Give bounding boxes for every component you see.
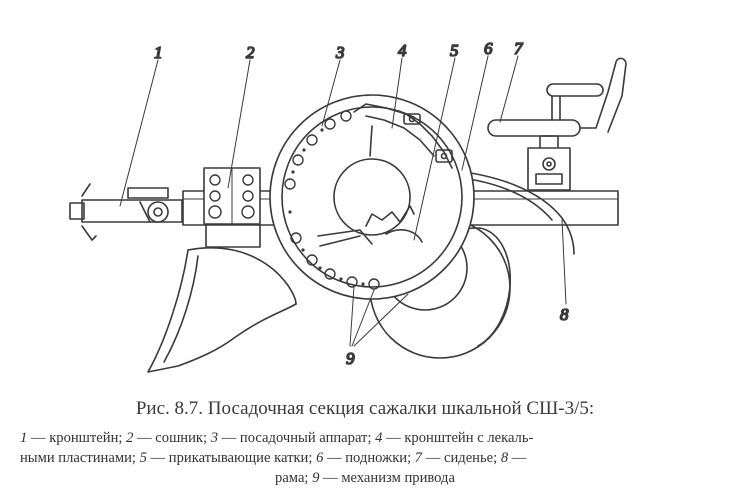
legend-text-1: — кронштейн; — [27, 430, 127, 446]
seat — [487, 57, 627, 191]
legend-text-8b: рама; — [275, 470, 313, 486]
legend-num-9: 9 — [312, 470, 320, 486]
legend-text-4: — кронштейн с лекаль- — [382, 430, 534, 446]
legend-line-3: рама; 9 — механизм привода — [20, 468, 710, 488]
legend-num-2: 2 — [126, 430, 134, 446]
figure-legend: 1 — кронштейн; 2 — сошник; 3 — посадочны… — [20, 428, 710, 488]
legend-text-8: — — [508, 450, 527, 466]
callout-1: 1 — [154, 43, 163, 62]
legend-text-9: — механизм привода — [319, 470, 455, 486]
technical-drawing: 1 2 3 4 5 6 7 8 9 — [69, 38, 627, 373]
hitch-bracket — [69, 183, 183, 241]
legend-text-3: — посадочный аппарат; — [218, 430, 376, 446]
coulter — [147, 167, 297, 373]
legend-line-1: 1 — кронштейн; 2 — сошник; 3 — посадочны… — [20, 428, 710, 448]
leader-lines — [119, 55, 567, 347]
callout-8: 8 — [560, 305, 569, 324]
legend-num-4: 4 — [375, 430, 383, 446]
callout-7: 7 — [514, 39, 524, 58]
figure-caption-title: Рис. 8.7. Посадочная секция сажалки шкал… — [135, 398, 595, 419]
legend-num-7: 7 — [414, 450, 423, 466]
callout-5: 5 — [450, 41, 459, 60]
legend-text-5: — прикатывающие катки; — [146, 450, 317, 466]
callout-6: 6 — [484, 39, 493, 58]
legend-text-4b: ными пластинами; — [20, 450, 140, 466]
legend-num-6: 6 — [316, 450, 324, 466]
callout-4: 4 — [398, 41, 407, 60]
legend-num-8: 8 — [500, 450, 509, 466]
legend-num-3: 3 — [210, 430, 219, 446]
pattern-plate-bracket — [353, 103, 453, 169]
legend-line-2: ными пластинами; 5 — прикатывающие катки… — [20, 448, 710, 468]
callout-9: 9 — [346, 349, 355, 368]
legend-num-1: 1 — [20, 430, 28, 446]
legend-text-6: — подножки; — [323, 450, 415, 466]
legend-text-2: — сошник; — [133, 430, 211, 446]
legend-num-5: 5 — [139, 450, 147, 466]
planting-apparatus — [269, 94, 475, 300]
legend-text-7: — сиденье; — [422, 450, 501, 466]
drive-mechanism — [385, 229, 423, 243]
callout-2: 2 — [246, 43, 255, 62]
callout-3: 3 — [335, 43, 345, 62]
